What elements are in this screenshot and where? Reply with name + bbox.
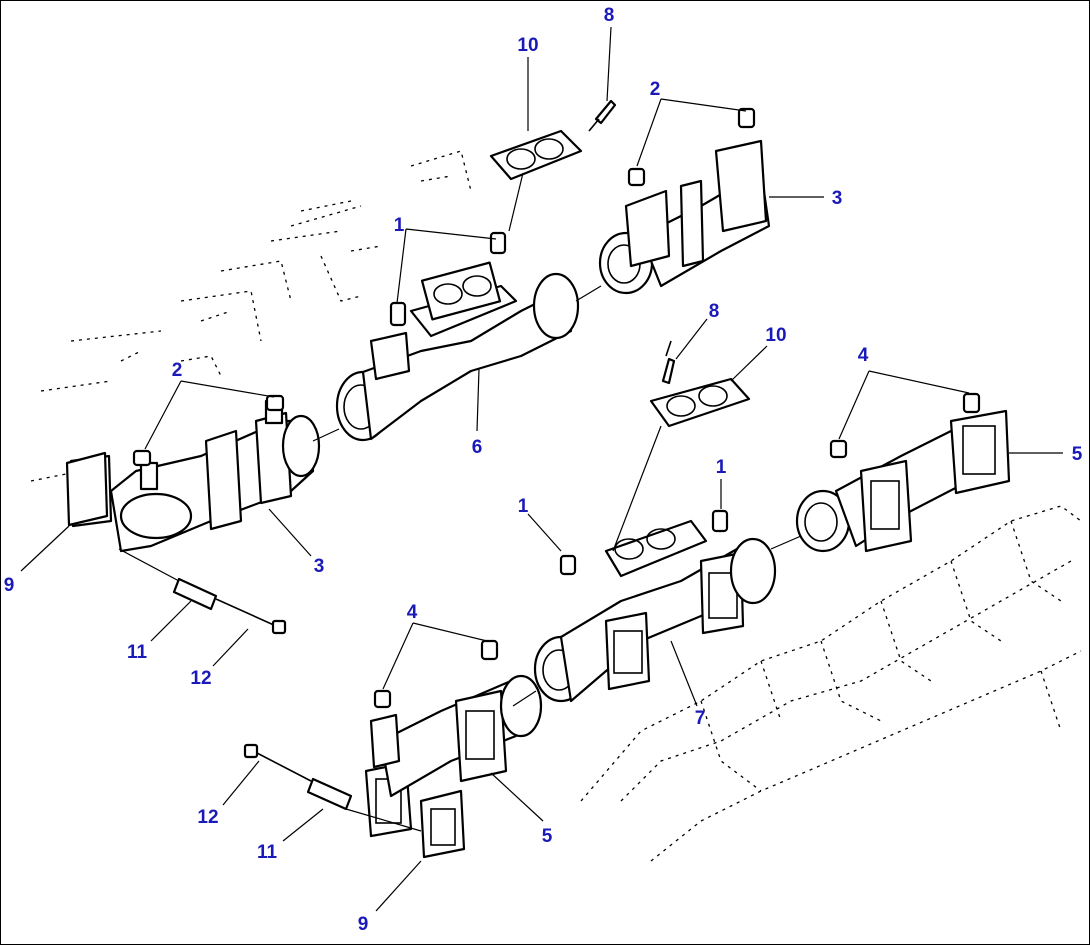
- callout-10: 10: [517, 35, 538, 56]
- right-manifold-upper: [598, 139, 771, 295]
- callout-3: 3: [832, 188, 843, 209]
- studs-1-upper: [389, 231, 507, 327]
- callout-3: 3: [314, 556, 325, 577]
- callout-2: 2: [172, 360, 183, 381]
- leader-lines: [20, 26, 1063, 912]
- callout-5: 5: [542, 826, 553, 847]
- callout-6: 6: [472, 437, 483, 458]
- center-manifold-lower: [533, 519, 777, 703]
- bolt-12-lower: [243, 743, 312, 782]
- bolt-12-upper: [215, 598, 287, 635]
- left-manifold-lower: [364, 674, 543, 838]
- gasket-10-lower: [649, 377, 751, 428]
- callout-10: 10: [765, 325, 786, 346]
- callout-labels: 8 10 2 3 1 6 2 3 9 11 12 8 10 4 5 1 1 7 …: [4, 5, 1083, 935]
- studs-4-lower-left: [373, 639, 499, 709]
- callout-5: 5: [1072, 444, 1083, 465]
- studs-4-lower-right: [829, 392, 981, 459]
- callout-4: 4: [858, 345, 869, 366]
- cylinder-head-marks: [30, 150, 472, 482]
- assembly-centerlines: [118, 172, 802, 832]
- gasket-9-lower: [419, 789, 466, 859]
- callout-1: 1: [518, 496, 529, 517]
- center-manifold-upper: [335, 261, 580, 442]
- engine-block-outline: [580, 505, 1082, 862]
- callout-9: 9: [4, 575, 15, 596]
- callout-8: 8: [709, 301, 720, 322]
- callout-12: 12: [190, 668, 211, 689]
- callout-7: 7: [695, 708, 706, 729]
- sleeve-11-lower: [306, 777, 353, 811]
- callout-1: 1: [394, 215, 405, 236]
- callout-12: 12: [197, 807, 218, 828]
- studs-2-upper-right: [627, 107, 756, 187]
- studs-2-upper-left: [132, 394, 285, 467]
- callout-4: 4: [407, 602, 418, 623]
- sensor-8-upper: [588, 99, 617, 132]
- callout-2: 2: [650, 79, 661, 100]
- sleeve-11-upper: [172, 577, 218, 611]
- callout-11: 11: [257, 842, 278, 863]
- callout-9: 9: [358, 914, 369, 935]
- studs-1-lower: [559, 509, 729, 576]
- callout-1: 1: [716, 457, 727, 478]
- callout-11: 11: [127, 642, 148, 663]
- gasket-10-upper: [489, 129, 583, 181]
- gasket-9-upper: [65, 451, 109, 527]
- left-manifold-upper: [69, 399, 321, 553]
- sensor-8-lower: [661, 340, 676, 385]
- right-manifold-lower: [795, 409, 1011, 553]
- callout-8: 8: [604, 5, 615, 26]
